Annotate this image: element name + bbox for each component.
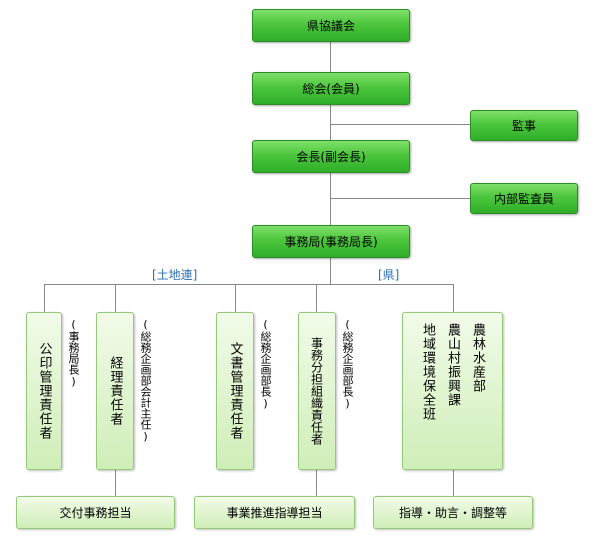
seal-manager-label: 公印管理責任者 xyxy=(36,342,52,440)
seal-manager-box: 公印管理責任者 xyxy=(26,312,62,470)
branch-drop-2 xyxy=(115,284,116,312)
spine-line xyxy=(330,42,331,226)
accounting-note: (総務企画部会計主任) xyxy=(139,318,152,443)
internal-auditor-box: 内部監査員 xyxy=(470,183,578,214)
grant-work-label: 交付事務担当 xyxy=(59,506,132,520)
accounting-down-line xyxy=(115,470,116,496)
division-label: 事務分担組織責任者 xyxy=(309,337,324,445)
agri-dept-col2: 農山村振興課 xyxy=(445,323,460,407)
general-meeting-label: 総会(会員) xyxy=(302,82,360,96)
division-box: 事務分担組織責任者 xyxy=(298,312,336,470)
prefecture-group-label: [県] xyxy=(378,268,400,282)
document-label: 文書管理責任者 xyxy=(227,342,243,440)
accounting-box: 経理責任者 xyxy=(96,312,134,470)
branch-horizontal-line xyxy=(44,284,454,285)
promotion-box: 事業推進指導担当 xyxy=(194,496,355,529)
general-meeting-box: 総会(会員) xyxy=(252,72,410,105)
secretariat-down-line xyxy=(330,258,331,284)
document-box: 文書管理責任者 xyxy=(216,312,254,470)
guidance-label: 指導・助言・調整等 xyxy=(398,506,507,520)
seal-manager-note: (事務局長) xyxy=(67,318,80,388)
branch-drop-5 xyxy=(453,284,454,312)
agri-dept-box: 農林水産部 農山村振興課 地域環境保全班 xyxy=(402,312,503,470)
branch-drop-3 xyxy=(235,284,236,312)
branch-drop-1 xyxy=(44,284,45,312)
internal-auditor-connector xyxy=(330,198,470,199)
branch-drop-4 xyxy=(316,284,317,312)
secretariat-box: 事務局(事務局長) xyxy=(252,225,410,258)
agri-dept-col1: 農林水産部 xyxy=(470,323,485,393)
agri-dept-col3: 地域環境保全班 xyxy=(420,323,435,421)
secretariat-label: 事務局(事務局長) xyxy=(284,235,378,249)
division-note: (総務企画部長) xyxy=(341,318,354,410)
accounting-label: 経理責任者 xyxy=(107,356,123,426)
prefecture-council-box: 県協議会 xyxy=(252,9,410,42)
land-union-group-label: [土地連] xyxy=(152,268,198,282)
grant-work-box: 交付事務担当 xyxy=(16,496,175,529)
guidance-box: 指導・助言・調整等 xyxy=(373,496,533,529)
president-box: 会長(副会長) xyxy=(252,140,410,173)
agri-dept-columns: 農林水産部 農山村振興課 地域環境保全班 xyxy=(418,323,487,421)
division-down-line xyxy=(316,470,317,496)
auditor-box: 監事 xyxy=(470,110,578,141)
internal-auditor-label: 内部監査員 xyxy=(493,192,554,206)
document-note: (総務企画部長) xyxy=(259,318,272,410)
auditor-connector xyxy=(330,124,470,125)
auditor-label: 監事 xyxy=(511,119,536,133)
president-label: 会長(副会長) xyxy=(296,150,366,164)
promotion-label: 事業推進指導担当 xyxy=(226,506,323,520)
agri-down-line xyxy=(453,470,454,496)
prefecture-council-label: 県協議会 xyxy=(306,19,355,33)
